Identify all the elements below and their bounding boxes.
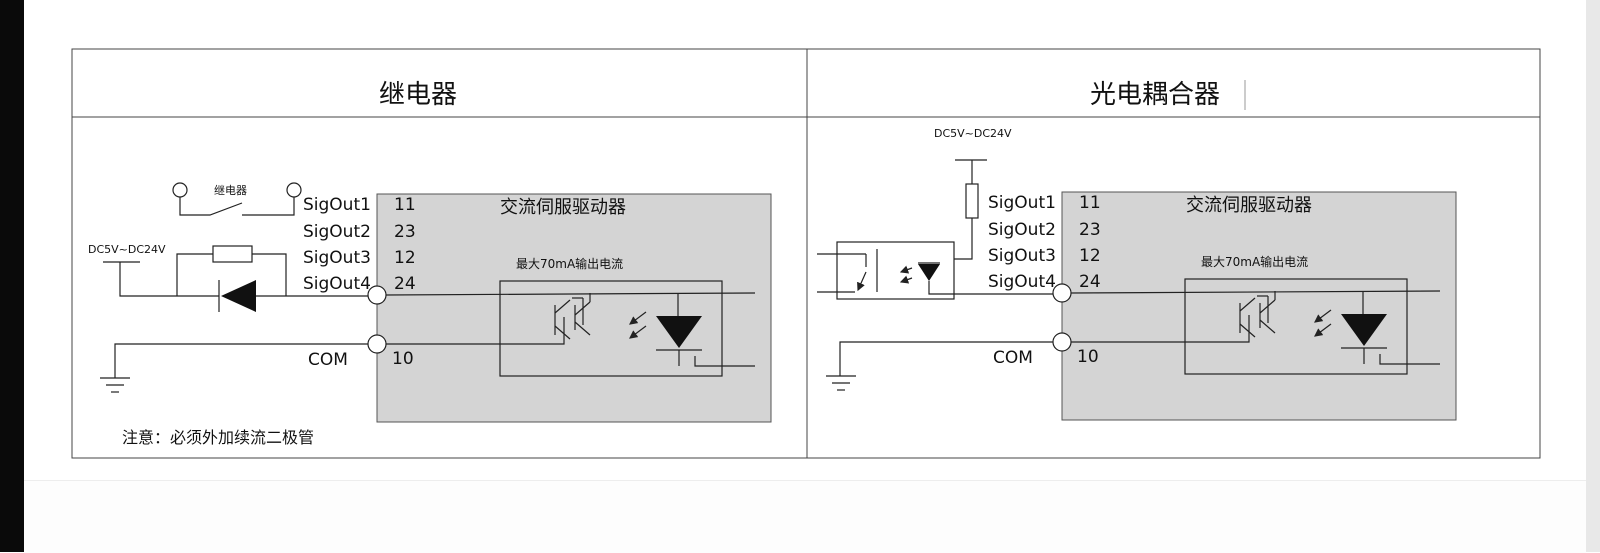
internal-wire bbox=[386, 317, 755, 367]
pin-number: 12 bbox=[1079, 246, 1101, 266]
light-emission-arrows-icon bbox=[1314, 309, 1332, 337]
optocoupler-panel: 交流伺服驱动器 最大70mA输出电流 SigOut1 SigOut2 SigOu… bbox=[817, 127, 1457, 421]
relay-label: 继电器 bbox=[214, 184, 247, 197]
com-label: COM bbox=[308, 350, 348, 370]
relay-contact-icon bbox=[179, 197, 295, 216]
right-scrollbar-track[interactable] bbox=[1586, 0, 1600, 552]
external-optocoupler-box bbox=[836, 241, 955, 300]
com-terminal-icon bbox=[367, 334, 387, 354]
com-terminal-icon bbox=[1052, 332, 1072, 352]
pin-number: 23 bbox=[394, 222, 416, 242]
pin-number: 24 bbox=[394, 274, 416, 294]
internal-led-icon bbox=[1341, 314, 1387, 346]
com-pin-number: 10 bbox=[392, 349, 414, 369]
signal-label: SigOut4 bbox=[303, 274, 371, 294]
external-led-icon bbox=[918, 264, 940, 281]
com-pin-number: 10 bbox=[1077, 347, 1099, 367]
internal-wire bbox=[1071, 315, 1440, 365]
pin-number: 11 bbox=[1079, 193, 1101, 213]
signal-label: SigOut2 bbox=[303, 222, 371, 242]
resistor-wire bbox=[954, 218, 973, 260]
light-emission-arrows-icon bbox=[629, 311, 647, 339]
pin-number: 23 bbox=[1079, 220, 1101, 240]
ground-icon bbox=[100, 377, 130, 393]
voltage-label: DC5V~DC24V bbox=[934, 127, 1012, 140]
sigout4-terminal-icon bbox=[367, 285, 387, 305]
signal-label: SigOut2 bbox=[988, 220, 1056, 240]
pin-number: 12 bbox=[394, 248, 416, 268]
internal-optocoupler-box bbox=[499, 280, 723, 377]
signal-label: SigOut4 bbox=[988, 272, 1056, 292]
internal-wire bbox=[1070, 290, 1441, 294]
external-emission-arrows-icon bbox=[899, 265, 913, 284]
ground-wire bbox=[839, 341, 1053, 376]
signal-label: SigOut3 bbox=[303, 248, 371, 268]
supply-wire bbox=[119, 262, 219, 297]
com-label: COM bbox=[993, 348, 1033, 368]
internal-optocoupler-box bbox=[1184, 278, 1408, 375]
signal-label: SigOut1 bbox=[988, 193, 1056, 213]
signal-label: SigOut3 bbox=[988, 246, 1056, 266]
relay-column-title: 继电器 bbox=[379, 80, 457, 110]
footnote: 注意：必须外加续流二极管 bbox=[122, 428, 314, 447]
page-footer-area bbox=[24, 480, 1586, 553]
servo-driver-title: 交流伺服驱动器 bbox=[500, 197, 626, 218]
pin-number: 11 bbox=[394, 195, 416, 215]
phototransistor-icon bbox=[1239, 291, 1276, 338]
servo-driver-box bbox=[376, 193, 772, 423]
internal-wire bbox=[385, 292, 756, 296]
ground-icon bbox=[826, 375, 856, 391]
external-phototransistor-icon bbox=[817, 253, 867, 293]
phototransistor-icon bbox=[554, 293, 591, 340]
max-current-note: 最大70mA输出电流 bbox=[1201, 254, 1308, 269]
ground-wire bbox=[114, 343, 368, 378]
servo-driver-box bbox=[1061, 191, 1457, 421]
external-led-wire bbox=[928, 281, 1054, 295]
voltage-label: DC5V~DC24V bbox=[88, 243, 166, 256]
sigout4-terminal-icon bbox=[1052, 283, 1072, 303]
pin-number: 24 bbox=[1079, 272, 1101, 292]
pullup-resistor-icon bbox=[965, 183, 979, 219]
flyback-diode-icon bbox=[221, 280, 256, 312]
left-window-edge bbox=[0, 0, 24, 552]
coil-wire bbox=[176, 253, 287, 296]
max-current-note: 最大70mA输出电流 bbox=[516, 256, 623, 271]
signal-label: SigOut1 bbox=[303, 195, 371, 215]
servo-driver-title: 交流伺服驱动器 bbox=[1186, 195, 1312, 216]
relay-panel: 交流伺服驱动器 最大70mA输出电流 SigOut1 SigOut2 SigOu… bbox=[88, 182, 772, 447]
optocoupler-column-title: 光电耦合器 bbox=[1090, 80, 1220, 110]
relay-coil-icon bbox=[212, 245, 253, 263]
internal-led-icon bbox=[656, 316, 702, 348]
